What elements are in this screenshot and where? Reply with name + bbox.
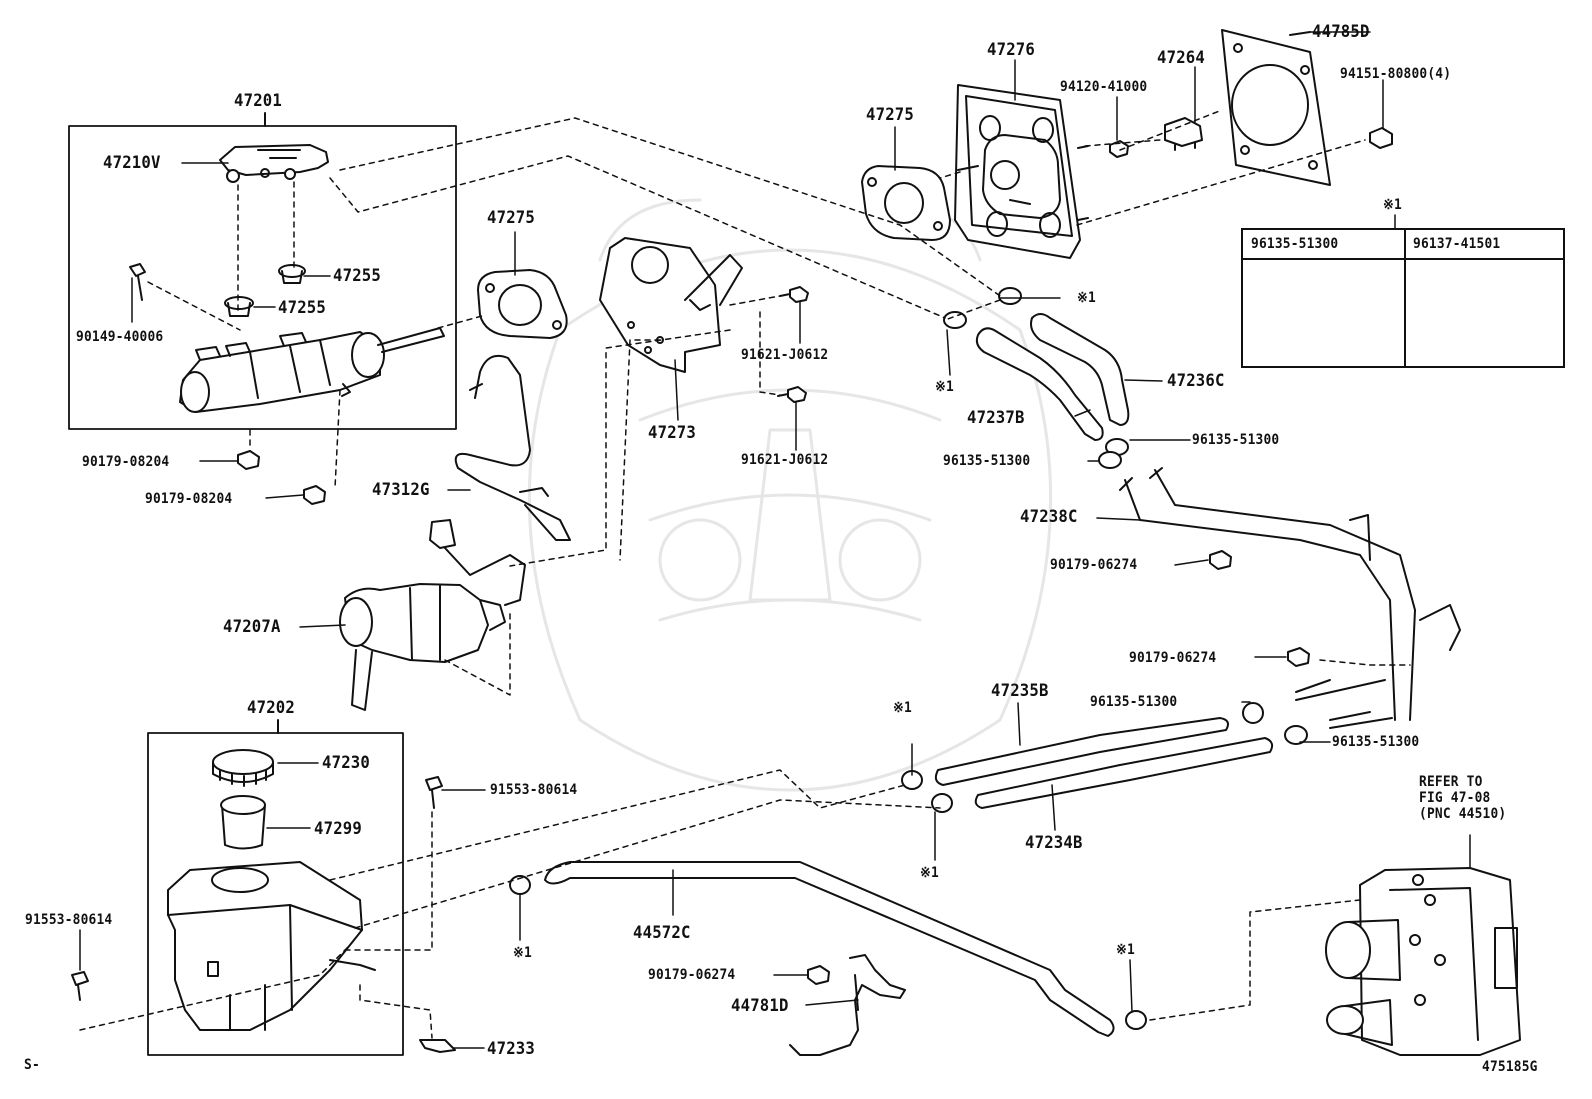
- part-label-91553-80614: 91553-80614: [490, 782, 578, 798]
- bracket-47273-part: [599, 237, 743, 373]
- hose-47234b-part: [974, 737, 1274, 809]
- pipe-47238c-part: [1119, 467, 1461, 729]
- part-label-90179-06274: 90179-06274: [1050, 557, 1138, 573]
- part-label-91553-80614: 91553-80614: [25, 912, 113, 928]
- nut-part: [1109, 127, 1393, 158]
- clip-mark-label: ※1: [1077, 290, 1096, 306]
- gasket-plate-44785d-part: [1221, 29, 1331, 186]
- part-label-90179-08204: 90179-08204: [82, 454, 170, 470]
- hose-47235b-part: [934, 717, 1229, 786]
- part-label-47233: 47233: [487, 1039, 536, 1059]
- bracket-47264-part: [1164, 117, 1203, 151]
- part-label-47202: 47202: [247, 698, 296, 718]
- bolt-part: [777, 286, 809, 403]
- clip-mark-label: ※1: [920, 865, 939, 881]
- part-label-44785d: 44785D: [1312, 22, 1370, 42]
- hose-44572c-part: [544, 861, 1115, 1037]
- legend-mark: ※1: [1383, 197, 1402, 213]
- part-label-90179-06274: 90179-06274: [648, 967, 736, 983]
- part-label-90149-40006: 90149-40006: [76, 329, 164, 345]
- bracket-47233-part: [419, 1039, 456, 1053]
- legend-divider: [1404, 230, 1406, 366]
- part-label-96135-51300: 96135-51300: [1090, 694, 1178, 710]
- figure-code: 475185G: [1482, 1059, 1538, 1075]
- part-label-47276: 47276: [987, 40, 1036, 60]
- part-label-94151-80800: 94151-80800(4): [1340, 66, 1452, 82]
- part-label-47264: 47264: [1157, 48, 1206, 68]
- part-label-96135-51300: 96135-51300: [943, 453, 1031, 469]
- part-label-94120-41000: 94120-41000: [1060, 79, 1148, 95]
- actuator-47207a-part: [339, 519, 526, 711]
- reservoir-tank-part: [167, 861, 376, 1031]
- part-label-47210v: 47210V: [103, 153, 161, 173]
- part-label-47237b: 47237B: [967, 408, 1025, 428]
- part-label-44572c: 44572C: [633, 923, 691, 943]
- legend-col-96137-41501: 96137-41501: [1413, 236, 1501, 252]
- clip-mark-label: ※1: [935, 379, 954, 395]
- part-label-96135-51300: 96135-51300: [1192, 432, 1280, 448]
- flange-nut-part: [237, 450, 326, 505]
- brake-tube-part: [454, 354, 571, 541]
- part-label-44781d: 44781D: [731, 996, 789, 1016]
- clip-mark-label: ※1: [893, 700, 912, 716]
- nut-part: [807, 550, 1310, 985]
- plate-47276-part: [954, 84, 1089, 259]
- reference-note-line: (PNC 44510): [1419, 806, 1507, 823]
- corner-mark: S-: [24, 1057, 40, 1073]
- part-label-47238c: 47238C: [1020, 507, 1078, 527]
- dashed-lines: [79, 109, 1411, 1039]
- part-label-90179-08204: 90179-08204: [145, 491, 233, 507]
- reservoir-cap-part: [212, 749, 274, 787]
- hose-clip: [509, 287, 1308, 1030]
- part-label-90179-06274: 90179-06274: [1129, 650, 1217, 666]
- assembly-box-47201: [68, 125, 457, 430]
- clip-mark-label: ※1: [1116, 942, 1135, 958]
- bolt-part: [71, 776, 443, 1001]
- abs-actuator-part: [1325, 867, 1521, 1056]
- part-label-96135-51300: 96135-51300: [1332, 734, 1420, 750]
- part-label-47273: 47273: [648, 423, 697, 443]
- part-label-47299: 47299: [314, 819, 363, 839]
- leader-lines: [79, 31, 1471, 1049]
- part-label-47201: 47201: [234, 91, 283, 111]
- part-label-47235b: 47235B: [991, 681, 1049, 701]
- legend-header-row: [1243, 230, 1563, 260]
- strainer-part: [220, 795, 266, 850]
- grommet-part: [224, 264, 306, 317]
- part-label-47234b: 47234B: [1025, 833, 1083, 853]
- gasket-47275-part: [477, 165, 951, 339]
- reference-note-line: REFER TO: [1419, 774, 1483, 790]
- part-label-47275: 47275: [487, 208, 536, 228]
- part-label-47275: 47275: [866, 105, 915, 125]
- part-label-47207a: 47207A: [223, 617, 281, 637]
- legend-col-96135-51300: 96135-51300: [1251, 236, 1339, 252]
- part-label-47312g: 47312G: [372, 480, 430, 500]
- reference-note: REFER TO FIG 47-08 (PNC 44510): [1419, 774, 1506, 822]
- part-label-47236c: 47236C: [1167, 371, 1225, 391]
- clip-legend-table: 96135-51300 96137-41501: [1241, 228, 1565, 368]
- hose-47237b-part: [975, 327, 1104, 441]
- part-label-91621-j0612: 91621-J0612: [741, 452, 829, 468]
- assembly-box-47202: [147, 732, 404, 1056]
- part-label-91621-j0612: 91621-J0612: [741, 347, 829, 363]
- master-cylinder-part: [179, 327, 445, 413]
- part-label-47255: 47255: [278, 298, 327, 318]
- bracket-44781d-part: [789, 954, 906, 1056]
- reference-note-line: FIG 47-08: [1419, 790, 1491, 807]
- clip-mark-label: ※1: [513, 945, 532, 961]
- hose-47236c-part: [1030, 313, 1130, 426]
- reservoir-bracket-part: [219, 144, 329, 183]
- watermark-mask: [527, 198, 1053, 792]
- part-label-47230: 47230: [322, 753, 371, 773]
- part-label-47255: 47255: [333, 266, 382, 286]
- bolt-part: [129, 263, 146, 301]
